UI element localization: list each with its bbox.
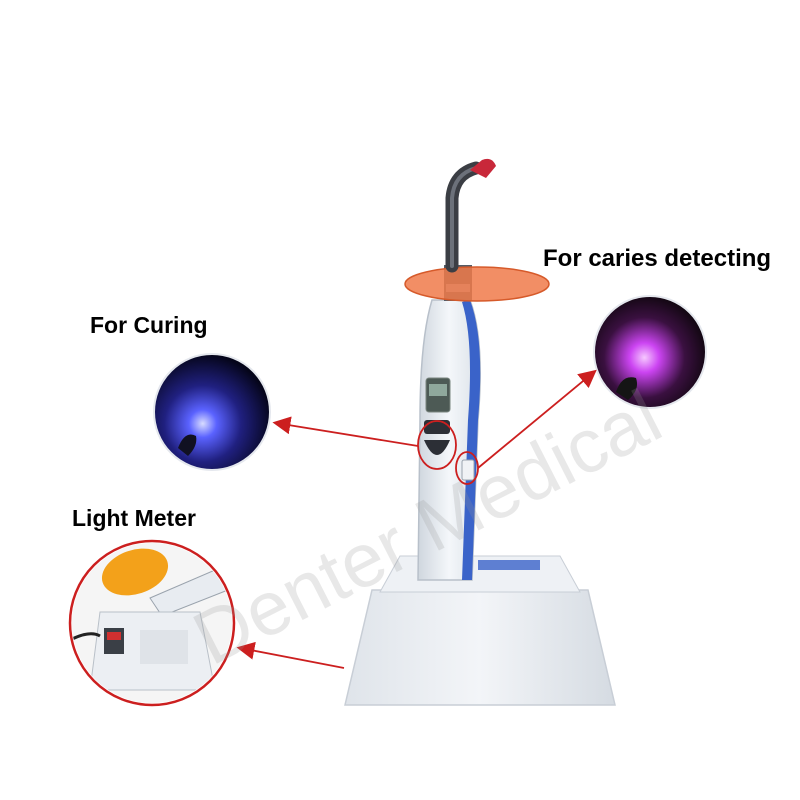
mode-button xyxy=(424,420,450,434)
orange-shield xyxy=(405,267,549,301)
curing-light-inset xyxy=(153,353,271,471)
caries-detection-inset xyxy=(593,295,707,409)
light-guide xyxy=(404,158,550,302)
arrow-to-curing xyxy=(272,416,419,447)
light-meter-label: Light Meter xyxy=(72,505,196,531)
curing-light-handpiece xyxy=(417,299,481,581)
light-meter-inset xyxy=(68,539,236,707)
curing-label: For Curing xyxy=(90,312,208,338)
power-button xyxy=(424,440,450,455)
arrow-to-caries xyxy=(477,369,597,469)
red-tip xyxy=(470,158,496,178)
caries-label: For caries detecting xyxy=(543,245,772,272)
arrow-to-light-meter xyxy=(236,641,345,669)
button-highlight-ring xyxy=(417,420,457,470)
